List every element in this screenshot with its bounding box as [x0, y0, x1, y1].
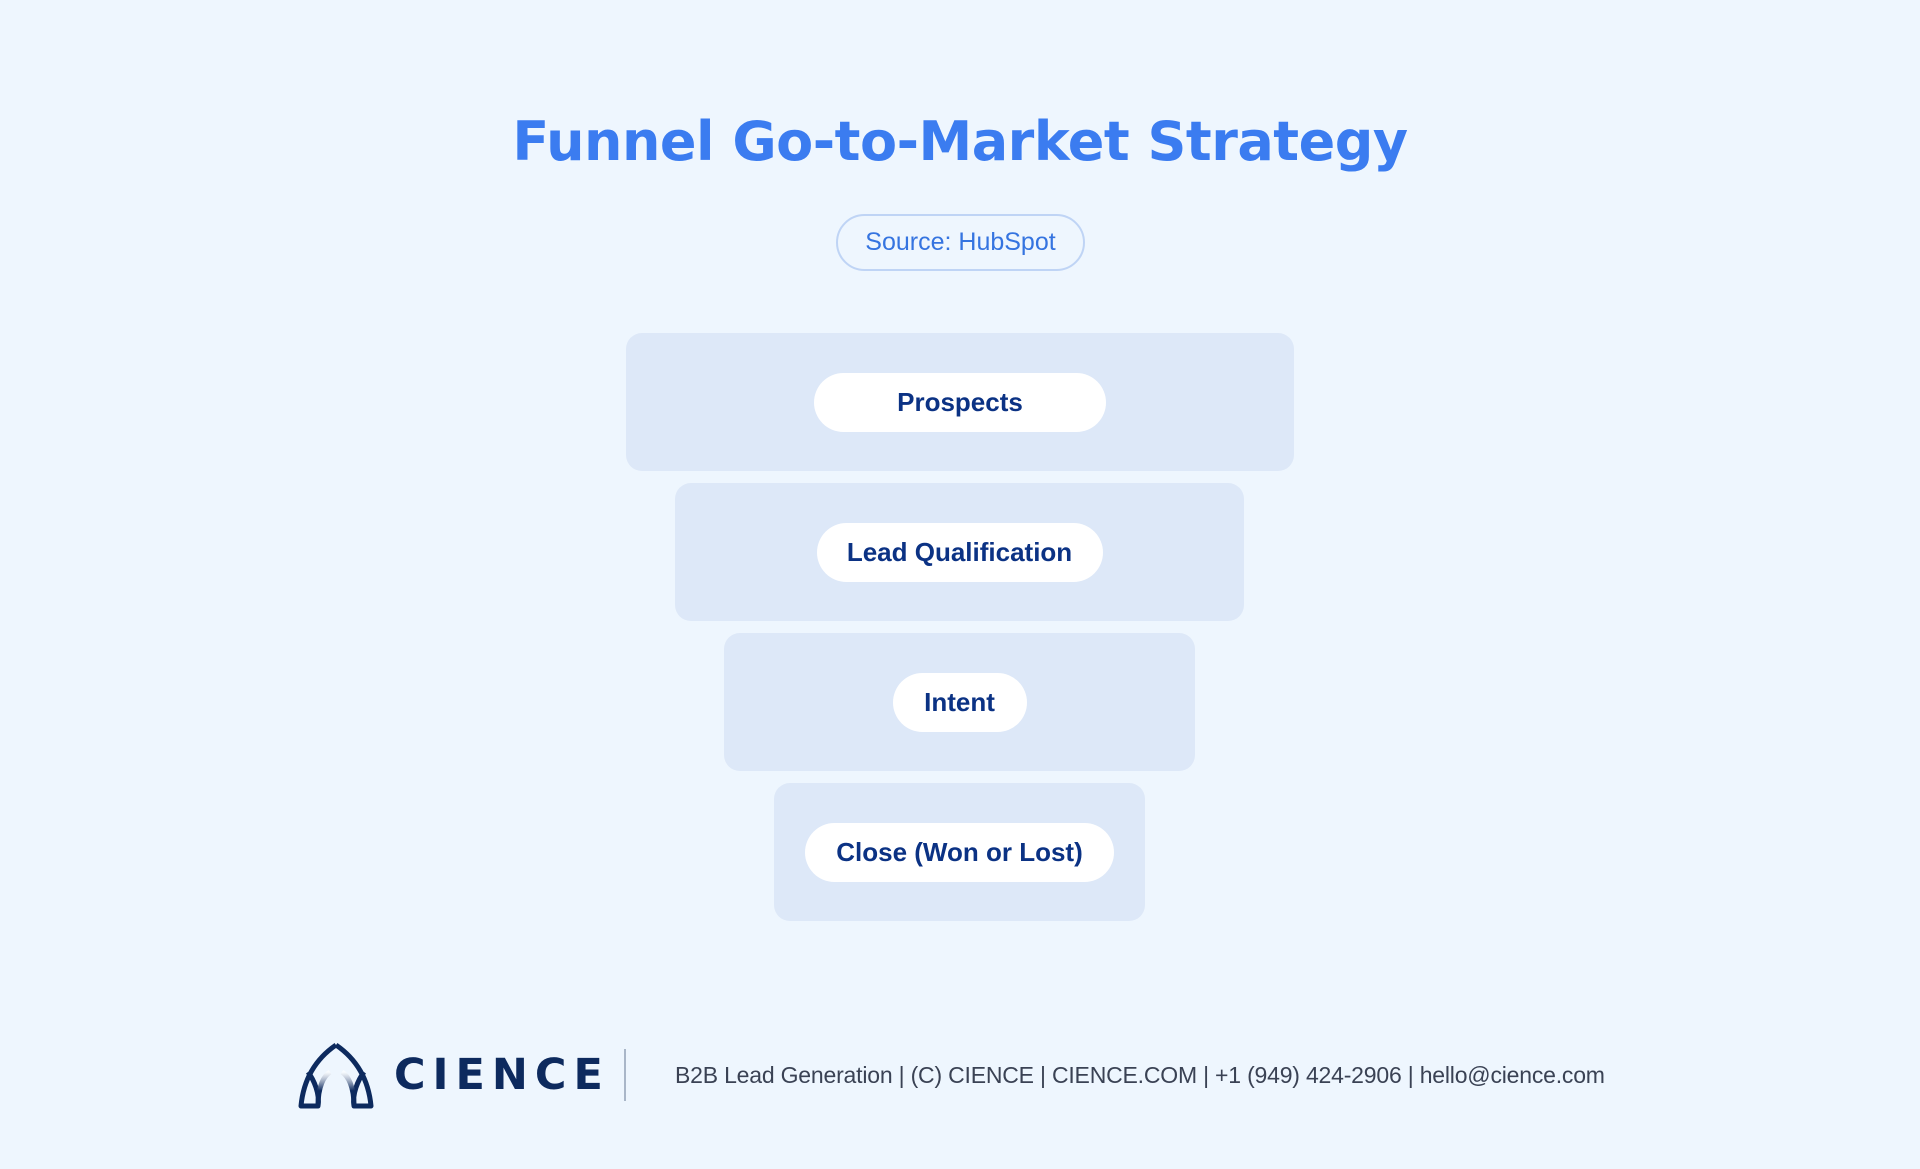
stage-label-pill: Prospects	[814, 372, 1106, 432]
stage-label: Intent	[924, 686, 995, 717]
stage-label: Lead Qualification	[846, 536, 1073, 567]
funnel-stage-close: Close (Won or Lost)	[774, 783, 1145, 921]
funnel-stage-lead-qualification: Lead Qualification	[675, 483, 1244, 621]
cience-arch-logo-icon	[298, 1042, 374, 1109]
stage-label-pill: Lead Qualification	[816, 522, 1103, 582]
funnel-stage-intent: Intent	[724, 633, 1195, 771]
footer-divider	[624, 1049, 626, 1101]
stage-label: Prospects	[897, 386, 1023, 417]
source-label: Source: HubSpot	[865, 228, 1056, 256]
footer-contact-info: B2B Lead Generation | (C) CIENCE | CIENC…	[675, 1062, 1605, 1088]
brand-wordmark: CIENCE	[394, 1050, 610, 1100]
page-title: Funnel Go-to-Market Strategy	[512, 110, 1408, 173]
stage-label-pill: Intent	[892, 672, 1027, 732]
stage-label: Close (Won or Lost)	[836, 836, 1083, 867]
stage-label-pill: Close (Won or Lost)	[805, 822, 1114, 882]
source-badge: Source: HubSpot	[836, 214, 1085, 271]
funnel-stage-prospects: Prospects	[626, 333, 1294, 471]
